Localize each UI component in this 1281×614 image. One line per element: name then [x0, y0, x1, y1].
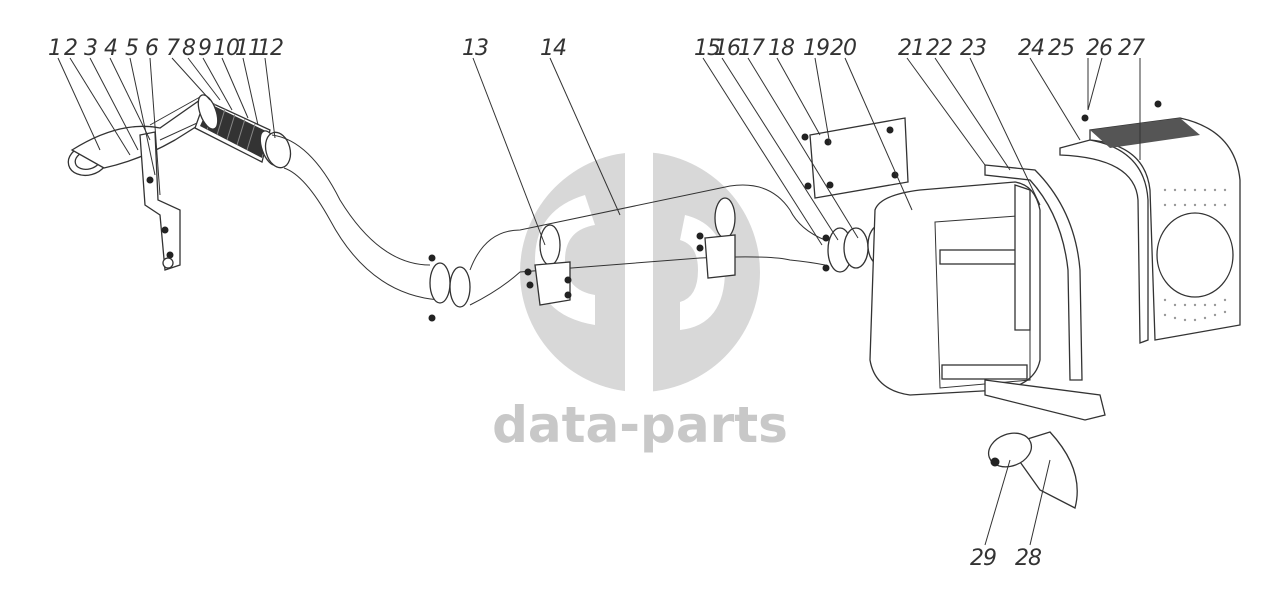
pipe-clamp-bracket-2	[696, 232, 736, 279]
leader-lines	[57, 57, 1141, 546]
callout-29: 29	[970, 546, 996, 571]
callout-8: 8	[182, 36, 196, 61]
callout-15: 15	[694, 36, 720, 61]
rear-strap-bracket	[984, 164, 1106, 421]
callout-20: 20	[830, 36, 856, 61]
callout-13: 13	[462, 36, 488, 61]
callout-2: 2	[64, 36, 77, 61]
muffler-body	[869, 181, 1041, 396]
callout-25: 25	[1048, 36, 1074, 61]
callout-19: 19	[803, 36, 829, 61]
callout-23: 23	[960, 36, 986, 61]
callout-17: 17	[738, 36, 765, 61]
callout-9: 9	[198, 36, 211, 61]
callout-3: 3	[84, 36, 97, 61]
pipe-clamp-bracket-1	[524, 261, 572, 306]
callout-18: 18	[768, 36, 795, 61]
callout-1: 1	[48, 36, 61, 61]
callout-12: 12	[257, 36, 283, 61]
callout-labels: 1 2 3 4 5 6 7 8 9 10 11 12 13 14 15 16 1…	[48, 36, 1146, 571]
callout-21: 21	[898, 36, 924, 61]
callout-7: 7	[166, 36, 180, 61]
callout-24: 24	[1018, 36, 1044, 61]
callout-16: 16	[714, 36, 741, 61]
support-bracket-left	[139, 131, 181, 271]
callout-5: 5	[125, 36, 138, 61]
watermark-text: data-parts	[492, 396, 788, 454]
callout-11: 11	[235, 36, 261, 61]
callout-26: 26	[1086, 36, 1113, 61]
callout-6: 6	[145, 36, 159, 61]
inlet-elbow-pipe	[67, 96, 211, 177]
callout-4: 4	[104, 36, 117, 61]
callout-22: 22	[926, 36, 952, 61]
perforated-heat-shield	[1059, 100, 1241, 344]
mounting-plate	[801, 117, 909, 199]
s-pipe-section	[264, 131, 471, 322]
callout-28: 28	[1015, 546, 1042, 571]
outlet-deflector	[987, 431, 1078, 509]
straight-pipe-section	[469, 184, 826, 306]
callout-10: 10	[213, 36, 239, 61]
callout-27: 27	[1118, 36, 1145, 61]
callout-14: 14	[540, 36, 566, 61]
